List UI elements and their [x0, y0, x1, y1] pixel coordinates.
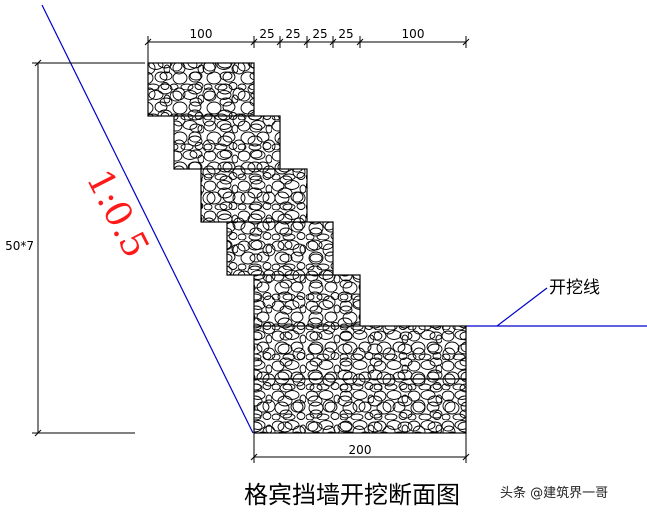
diagram-title: 格宾挡墙开挖断面图: [244, 481, 460, 509]
gabion-boxes: [147, 62, 467, 434]
top-dim-label-5: 25: [338, 27, 353, 41]
top-dim-label-4: 25: [312, 27, 327, 41]
bottom-dimension: [250, 433, 470, 463]
excavation-leader-line: [496, 287, 548, 327]
height-dim-label: 50*7: [5, 239, 34, 253]
excavation-slope-line: [41, 4, 254, 434]
top-dim-label-2: 25: [259, 27, 274, 41]
top-dim-label-3: 25: [285, 27, 300, 41]
bottom-dim-label: 200: [349, 443, 372, 457]
top-dimension: [144, 36, 470, 63]
top-dim-label-6: 100: [402, 27, 425, 41]
excavation-line-label: 开挖线: [549, 278, 600, 298]
watermark: 头条 @建筑界一哥: [500, 485, 608, 501]
top-dim-label-1: 100: [190, 27, 213, 41]
height-dimension: [32, 59, 145, 437]
